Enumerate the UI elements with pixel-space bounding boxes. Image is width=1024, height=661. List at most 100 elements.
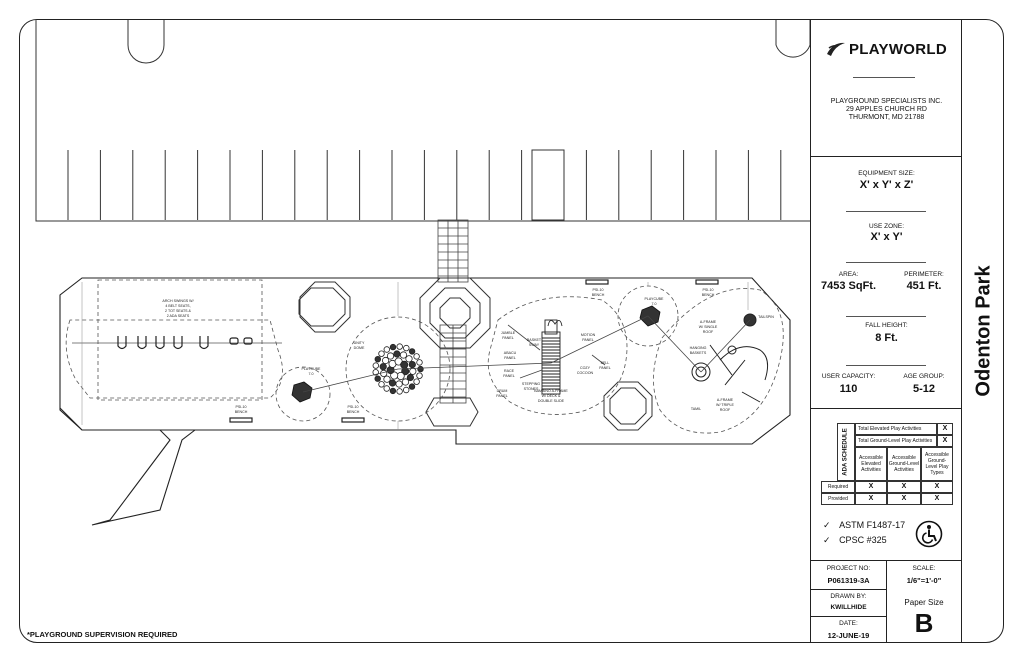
label-playcube-2b: 7.0 — [652, 302, 657, 306]
dome-tile — [383, 346, 390, 353]
label-jumble-2: PANEL — [502, 336, 514, 340]
label-bench-2: PSI-10 — [348, 405, 359, 409]
ada-provided-2: X — [887, 493, 921, 505]
ada-seat — [229, 337, 239, 345]
label-bell-2: PANEL — [599, 366, 611, 370]
ada-required-3: X — [921, 481, 953, 493]
cpsc-text: CPSC #325 — [839, 535, 887, 545]
dome-tile — [378, 381, 385, 388]
label-arch-swings-3: 2 TOT SEATS & — [165, 309, 192, 313]
ada-seat — [243, 337, 253, 345]
equipment-size-value: X' x Y' x Z' — [859, 179, 914, 191]
label-tamil: TAMIL — [691, 407, 701, 411]
company-address-2: THURMONT, MD 21788 — [848, 114, 925, 121]
label-bambino-3: DOUBLE SLIDE — [538, 399, 565, 403]
check-icon: ✓ — [823, 520, 831, 530]
user-capacity-value: 110 — [839, 383, 858, 395]
dome-tile — [393, 350, 401, 358]
ada-row-provided: Provided — [821, 493, 855, 505]
dome-tile — [390, 371, 399, 380]
ada-col-ground: Accessible Ground-Level Activities — [887, 447, 921, 481]
playworld-logo: PLAYWORLD — [825, 38, 955, 60]
walkway — [437, 219, 469, 404]
total-elevated-value: X — [937, 423, 953, 435]
label-dome: DOME — [354, 346, 365, 350]
park-name-strip: Odenton Park — [961, 20, 1003, 642]
paper-size-label: Paper Size — [904, 598, 944, 607]
dome-tile — [383, 375, 391, 383]
label-drum-2: PANEL — [496, 394, 508, 398]
dome-tile — [409, 367, 417, 375]
check-icon: ✓ — [823, 535, 831, 545]
swing-seat — [199, 336, 209, 350]
label-drum: DRUM — [497, 389, 508, 393]
octagon-structures — [298, 277, 653, 431]
dome-tile — [401, 378, 410, 386]
label-stepping: STEPPING — [522, 382, 540, 386]
scale-value: 1/6"=1'-0" — [906, 576, 942, 585]
dome-tile — [383, 385, 390, 392]
label-cozy-2: COCOON — [577, 371, 594, 375]
label-abacu: ABACU — [504, 351, 517, 355]
label-jumble: JUMBLE — [501, 331, 516, 335]
label-arch-swings: ARCH SWINGS W/ — [162, 299, 193, 303]
parking-stalls — [67, 150, 782, 220]
label-arch-swings-4: 2 ADA SEATS — [167, 314, 190, 318]
dome-tile — [374, 356, 381, 363]
supervision-note: *PLAYGROUND SUPERVISION REQUIRED — [27, 630, 178, 639]
panel-connectors — [302, 315, 751, 393]
playworld-swoosh-icon — [827, 42, 845, 56]
label-bench-3b: BENCH — [592, 293, 605, 297]
label-cozy: COZY — [580, 366, 591, 370]
dome-tile — [416, 372, 423, 379]
label-abacu-2: PANEL — [504, 356, 516, 360]
dome-tile — [416, 359, 423, 366]
dome-tile — [408, 383, 416, 390]
label-aframe-triple-3: ROOF — [720, 408, 731, 412]
label-hanging-2: BASKETS — [690, 351, 707, 355]
user-capacity-label: USER CAPACITY: — [821, 373, 876, 380]
drawn-by-value: KWILLHIDE — [830, 604, 867, 611]
dome-tile — [372, 362, 379, 369]
label-basket: BASKET — [527, 338, 542, 342]
swing-seat — [155, 336, 165, 350]
label-aframe-triple-2: W/ TRIPLE — [716, 403, 735, 407]
ada-col-elevated: Accessible Elevated Activities — [855, 447, 887, 481]
wheelchair-accessible-icon — [915, 520, 943, 548]
scale-label: SCALE: — [912, 565, 936, 572]
bambino-structure — [541, 319, 563, 395]
dome-tile — [396, 388, 403, 395]
perimeter-value: 451 Ft. — [906, 280, 942, 292]
label-playcube-1: PLAYCUBE — [302, 367, 322, 371]
dome-tile — [413, 378, 420, 385]
age-group-label: AGE GROUP: — [903, 373, 945, 380]
dome-tile — [389, 343, 397, 351]
dome-tile — [388, 379, 397, 387]
dome-tile — [400, 360, 409, 369]
ada-row-required: Required — [821, 481, 855, 493]
fall-height-value: 8 Ft. — [875, 332, 898, 344]
unity-dome — [372, 343, 424, 395]
dome-tile — [403, 344, 410, 352]
dome-tile — [408, 348, 416, 355]
label-aframe-triple: A-FRAME — [717, 398, 734, 402]
dome-tile — [396, 371, 405, 380]
label-bambino: BAMBINO A-FRAME — [534, 389, 568, 393]
brand-name: PLAYWORLD — [849, 40, 947, 58]
fall-height-label: FALL HEIGHT: — [865, 322, 908, 329]
project-no-value: P061319-3A — [827, 576, 870, 585]
use-zone-value: X' x Y' — [870, 231, 903, 243]
label-aframe-single-3: ROOF — [703, 330, 714, 334]
label-aframe-single-2: W/ SINGLE — [699, 325, 718, 329]
playcubes — [291, 305, 661, 403]
label-aframe-single: A-FRAME — [700, 320, 717, 324]
label-playcube-2: PLAYCUBE — [645, 297, 665, 301]
label-bench-1: PSI-10 — [236, 405, 247, 409]
label-race: RACE — [504, 369, 515, 373]
label-motion: MOTION — [581, 333, 596, 337]
ada-title-cell: ADA SCHEDULE — [837, 423, 855, 481]
total-ground-value: X — [937, 435, 953, 447]
benches — [229, 279, 719, 423]
label-basket-2: SWAY — [529, 343, 540, 347]
label-bambino-2: W/ DECK & — [542, 394, 561, 398]
